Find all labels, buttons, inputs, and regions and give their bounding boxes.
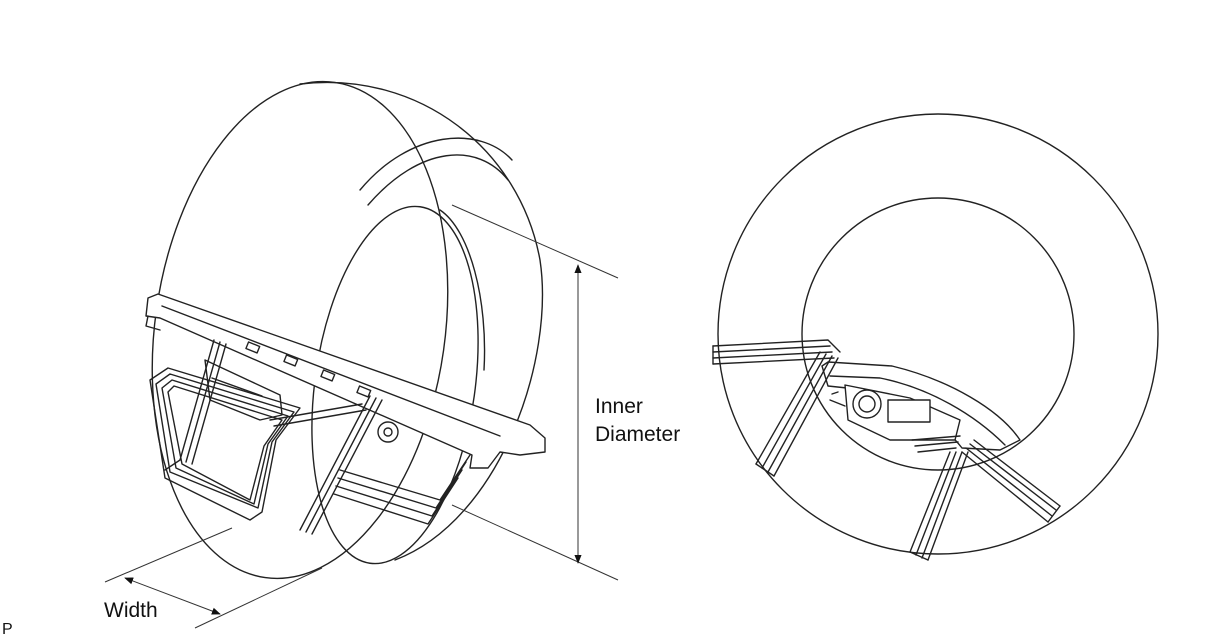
width-label: Width (104, 599, 158, 622)
inner-diameter-label-line1: Inner (595, 395, 643, 418)
width-dimension (104, 527, 323, 629)
right-tire-side (717, 113, 1159, 555)
chain-assembly-left (145, 293, 546, 535)
chain-assembly-right (712, 339, 1061, 561)
inner-diameter-dimension (451, 204, 619, 581)
inner-diameter-label-line2: Diameter (595, 423, 681, 446)
corner-mark: P (2, 621, 13, 638)
